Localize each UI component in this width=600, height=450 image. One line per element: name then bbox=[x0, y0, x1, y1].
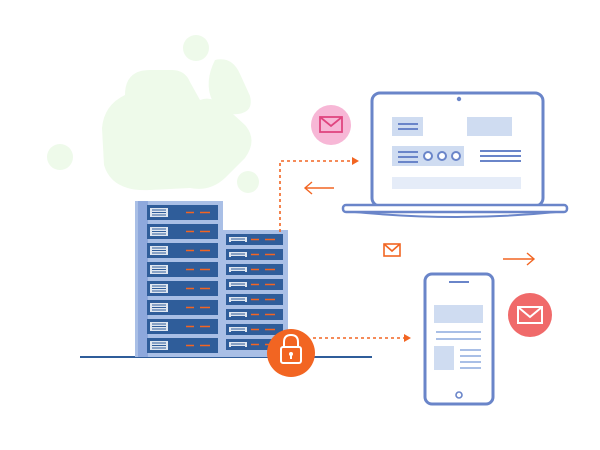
arrowhead-laptop bbox=[352, 157, 359, 165]
server-tall-unit bbox=[147, 262, 218, 277]
laptop-banner-block bbox=[467, 117, 512, 136]
server-short-unit bbox=[226, 249, 283, 260]
server-tall-unit bbox=[147, 224, 218, 239]
server-tall-unit bbox=[147, 319, 218, 334]
smartphone bbox=[423, 272, 495, 406]
lock-icon bbox=[267, 329, 315, 377]
laptop-footer-block bbox=[392, 177, 521, 189]
server-short-unit bbox=[226, 294, 283, 305]
server-tall-unit bbox=[147, 243, 218, 258]
server-tall-unit bbox=[147, 281, 218, 296]
server-short-unit bbox=[226, 264, 283, 275]
mail-icon-red bbox=[508, 293, 552, 337]
server-rack-tall bbox=[135, 201, 223, 357]
server-short-unit bbox=[226, 279, 283, 290]
mail-icon-pink bbox=[311, 105, 351, 145]
server-short-unit bbox=[226, 324, 283, 335]
server-tall-unit bbox=[147, 205, 218, 220]
server-tall-unit bbox=[147, 338, 218, 353]
laptop-logo-block bbox=[392, 117, 423, 136]
arrow-left-icon bbox=[303, 181, 334, 195]
server-rack-short bbox=[220, 230, 288, 357]
phone-banner-block bbox=[434, 305, 483, 323]
arrowhead-phone bbox=[404, 334, 411, 342]
laptop bbox=[341, 91, 569, 218]
arrow-right-icon bbox=[503, 252, 536, 266]
cloud-blob bbox=[47, 35, 259, 193]
connection-server-laptop bbox=[279, 160, 352, 232]
server-short-unit bbox=[226, 234, 283, 245]
phone-image-block bbox=[434, 346, 454, 370]
mail-icon-small bbox=[383, 243, 401, 257]
server-tall-unit bbox=[147, 300, 218, 315]
server-short-unit bbox=[226, 309, 283, 320]
